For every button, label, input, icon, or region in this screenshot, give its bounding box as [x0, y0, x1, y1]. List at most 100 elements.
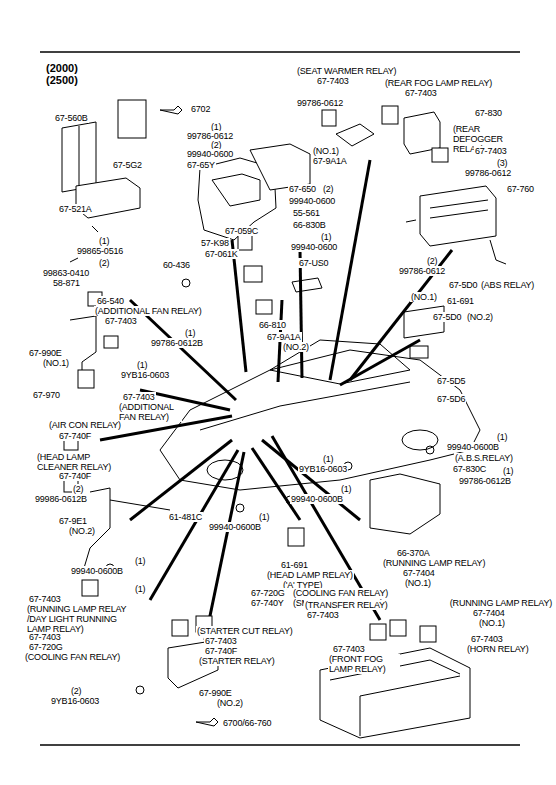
callout-number: 61-691: [446, 296, 475, 306]
callout-number: 67-9A1A: [312, 156, 348, 166]
callout-number: 67-5D0: [432, 312, 462, 322]
callout-number: 67-720G: [250, 588, 286, 598]
callout-number: 67-990E: [28, 348, 63, 358]
callout-number: (HORN RELAY): [466, 644, 529, 654]
callout-number: (1): [320, 232, 332, 242]
callout-number: (ABS RELAY): [480, 280, 535, 290]
callout-number: 99863-0410: [42, 268, 90, 278]
callout-number: (AIR CON RELAY): [48, 420, 122, 430]
callout-number: (1): [258, 512, 270, 522]
callout-number: 67-7404: [402, 568, 436, 578]
callout-number: (NO.2): [466, 312, 494, 322]
callout-number: (REAR FOG LAMP RELAY): [384, 78, 493, 88]
callout-number: (1): [502, 466, 514, 476]
callout-number: (1): [184, 328, 196, 338]
callout-number: 67-7403: [122, 392, 156, 402]
callout-number: (1): [134, 556, 146, 566]
callout-number: 67-830C: [452, 464, 487, 474]
callout-number: 67-650: [288, 184, 317, 194]
callout-number: 67-970: [32, 390, 61, 400]
callout-number: (NO.1): [42, 358, 70, 368]
callout-number: (RUNNING LAMP RELAY): [449, 598, 553, 608]
callout-number: 67-7403: [332, 644, 366, 654]
callout-number: (NO.1): [404, 578, 432, 588]
callout-number: (TRANSFER RELAY): [304, 600, 389, 610]
callout-number: 9YB16-0603: [120, 370, 170, 380]
callout-number: 67-7403: [104, 316, 138, 326]
callout-number: 67-9A1A: [266, 332, 302, 342]
callout-number: (1): [322, 454, 334, 464]
callout-number: (NO.1): [312, 146, 340, 156]
model-title: (2000) (2500): [46, 62, 86, 86]
callout-number: 67-740F: [204, 646, 238, 656]
callout-number: 99786-0612B: [458, 476, 512, 486]
callout-number: 99786-0612B: [150, 338, 204, 348]
callout-number: (STARTER CUT RELAY): [196, 626, 294, 636]
callout-number: 67-65Y: [186, 160, 216, 170]
callout-number: 9YB16-0603: [298, 464, 348, 474]
callout-number: 61-481C: [168, 512, 203, 522]
callout-number: 67-7403: [204, 636, 238, 646]
callout-number: 66-810: [258, 320, 287, 330]
callout-number: 6702: [190, 104, 211, 114]
callout-number: 67-7403: [28, 632, 62, 642]
callout-number: 67-061K: [204, 249, 239, 259]
callout-number: (ADDITIONAL FAN RELAY): [118, 402, 182, 422]
callout-number: 67-US0: [298, 258, 329, 268]
callout-number: (3): [496, 158, 508, 168]
callout-number: (SEAT WARMER RELAY): [296, 66, 397, 76]
callout-number: 58-871: [52, 278, 81, 288]
callout-number: 66-370A: [396, 548, 431, 558]
callout-number: 67-740F: [58, 471, 92, 481]
callout-number: 67-521A: [58, 204, 93, 214]
callout-number: 67-7403: [316, 76, 350, 86]
callout-number: 99940-0600B: [208, 522, 262, 532]
callout-number: 60-436: [162, 260, 191, 270]
callout-number: 99786-0612: [398, 266, 446, 276]
callout-number: (1): [340, 484, 352, 494]
callout-number: 67-830: [474, 108, 503, 118]
callout-number: (COOLING FAN RELAY): [292, 588, 389, 598]
callout-number: 67-560B: [54, 113, 89, 123]
callout-number: (NO.1): [410, 292, 438, 302]
callout-number: 67-760: [506, 184, 535, 194]
callout-number: 66-830B: [292, 220, 327, 230]
callout-number: 67-9E1: [58, 516, 88, 526]
callout-number: (STARTER RELAY): [198, 656, 276, 666]
callout-number: 67-7403: [28, 594, 62, 604]
callout-number: 67-5G2: [112, 160, 143, 170]
callout-number: 66-540: [96, 296, 125, 306]
callout-number: 99940-0600B: [290, 494, 344, 504]
callout-number: 55-561: [292, 208, 321, 218]
callout-number: 67-720G: [28, 642, 64, 652]
callout-number: 67-740F: [58, 431, 92, 441]
callout-number: (HEAD LAMP RELAY): [266, 570, 354, 580]
callout-number: (1): [136, 360, 148, 370]
callout-number: (NO.2): [68, 526, 96, 536]
callout-number: (NO.2): [216, 698, 244, 708]
callout-number: (2): [426, 256, 438, 266]
callout-number: (ADDITIONAL FAN RELAY): [94, 306, 203, 316]
callout-number: 99786-0612: [296, 98, 344, 108]
callout-number: 67-5D0: [448, 280, 478, 290]
callout-number: 67-059C: [224, 226, 259, 236]
callout-number: 67-5D5: [436, 376, 466, 386]
callout-number: 67-7403: [470, 634, 504, 644]
callout-number: 67-7403: [306, 610, 340, 620]
callout-number: (2): [98, 258, 110, 268]
callout-number: 9YB16-0603: [50, 696, 100, 706]
callout-number: 67-7403: [474, 146, 508, 156]
callout-number: 99940-0600: [186, 149, 234, 159]
callout-number: (RUNNING LAMP RELAY /DAY LIGHT RUNNING L…: [26, 604, 132, 634]
callout-number: (NO.2): [282, 342, 310, 352]
callout-number: (1): [496, 432, 508, 442]
callout-number: 57-K98: [200, 238, 230, 248]
callout-number: (FRONT FOG LAMP RELAY): [328, 654, 400, 674]
callout-number: 99940-0600: [290, 242, 338, 252]
callout-number: 61-691: [280, 560, 309, 570]
callout-number: 99940-0600B: [446, 442, 500, 452]
callout-number: (COOLING FAN RELAY): [24, 652, 121, 662]
callout-number: 67-990E: [198, 688, 233, 698]
callout-number: 67-740Y: [250, 598, 285, 608]
